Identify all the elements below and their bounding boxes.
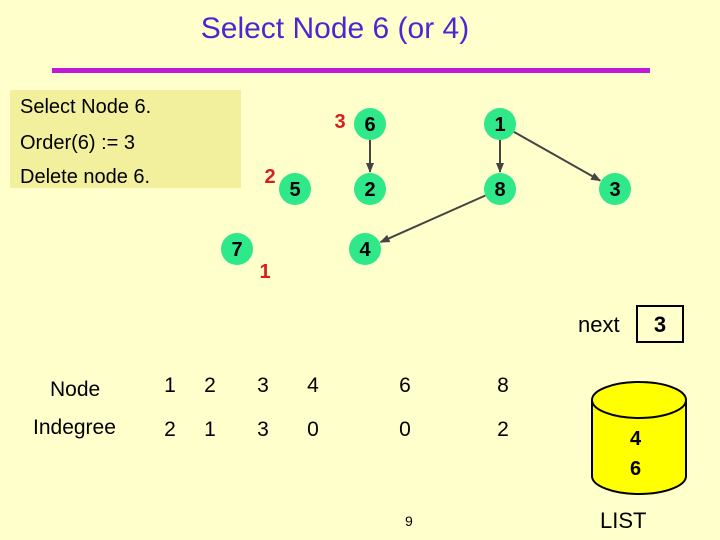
table-cell-node-0: 1 xyxy=(164,374,176,397)
order-annotation-5: 2 xyxy=(264,166,275,188)
graph-node-8: 8 xyxy=(484,173,516,205)
node-label-7: 7 xyxy=(231,239,242,261)
node-circle-2 xyxy=(354,173,386,205)
next-box: 3 xyxy=(636,305,684,343)
table-cell-indegree-1: 1 xyxy=(204,418,216,441)
title-underline xyxy=(52,68,650,73)
node-label-2: 2 xyxy=(364,179,375,201)
graph-node-5: 5 xyxy=(279,173,311,205)
order-annotation-7: 1 xyxy=(259,261,270,283)
notes-panel: Select Node 6. Order(6) := 3 Delete node… xyxy=(10,90,241,188)
table-cell-indegree-2: 3 xyxy=(257,418,269,441)
table-cell-indegree-4: 0 xyxy=(399,418,411,441)
node-circle-3 xyxy=(599,173,631,205)
graph-node-4: 4 xyxy=(349,233,381,265)
graph-node-3: 3 xyxy=(599,173,631,205)
edge-8-4 xyxy=(379,194,486,244)
node-circle-4 xyxy=(349,233,381,265)
list-label: LIST xyxy=(600,508,647,533)
node-circle-5 xyxy=(279,173,311,205)
page-title: Select Node 6 (or 4) xyxy=(200,12,470,45)
node-circle-6 xyxy=(354,108,386,140)
node-circle-8 xyxy=(484,173,516,205)
next-label: next xyxy=(578,312,620,337)
node-label-5: 5 xyxy=(289,179,300,201)
node-circle-7 xyxy=(221,233,253,265)
table-cell-node-3: 4 xyxy=(307,374,319,397)
graph-node-6: 6 xyxy=(354,108,386,140)
table-cell-indegree-3: 0 xyxy=(307,418,319,441)
node-circle-1 xyxy=(484,108,516,140)
page-number: 9 xyxy=(405,513,413,529)
table-cell-indegree-5: 2 xyxy=(497,418,509,441)
list-item-1: 4 xyxy=(630,428,642,450)
node-label-1: 1 xyxy=(494,114,505,136)
note-line-3: Delete node 6. xyxy=(20,166,151,188)
table-cell-indegree-0: 2 xyxy=(164,418,176,441)
graph-node-2: 2 xyxy=(354,173,386,205)
table-cell-node-1: 2 xyxy=(204,374,216,397)
node-label-8: 8 xyxy=(494,179,505,201)
table-cell-node-4: 6 xyxy=(399,374,411,397)
table-row-label-indegree: Indegree xyxy=(33,416,116,439)
note-line-2: Order(6) := 3 xyxy=(20,132,136,154)
table-cell-node-5: 8 xyxy=(497,374,509,397)
list-cylinder xyxy=(591,381,687,495)
note-line-1: Select Node 6. xyxy=(20,96,152,118)
graph-node-7: 7 xyxy=(221,233,253,265)
node-label-6: 6 xyxy=(364,114,375,136)
order-annotation-6: 3 xyxy=(334,111,345,133)
next-value: 3 xyxy=(653,312,667,337)
table-row-label-node: Node xyxy=(50,378,101,401)
edge-1-3 xyxy=(513,131,602,182)
node-label-4: 4 xyxy=(359,239,371,261)
node-label-3: 3 xyxy=(609,179,620,201)
graph-node-1: 1 xyxy=(484,108,516,140)
list-item-2: 6 xyxy=(630,458,642,480)
table-cell-node-2: 3 xyxy=(257,374,269,397)
